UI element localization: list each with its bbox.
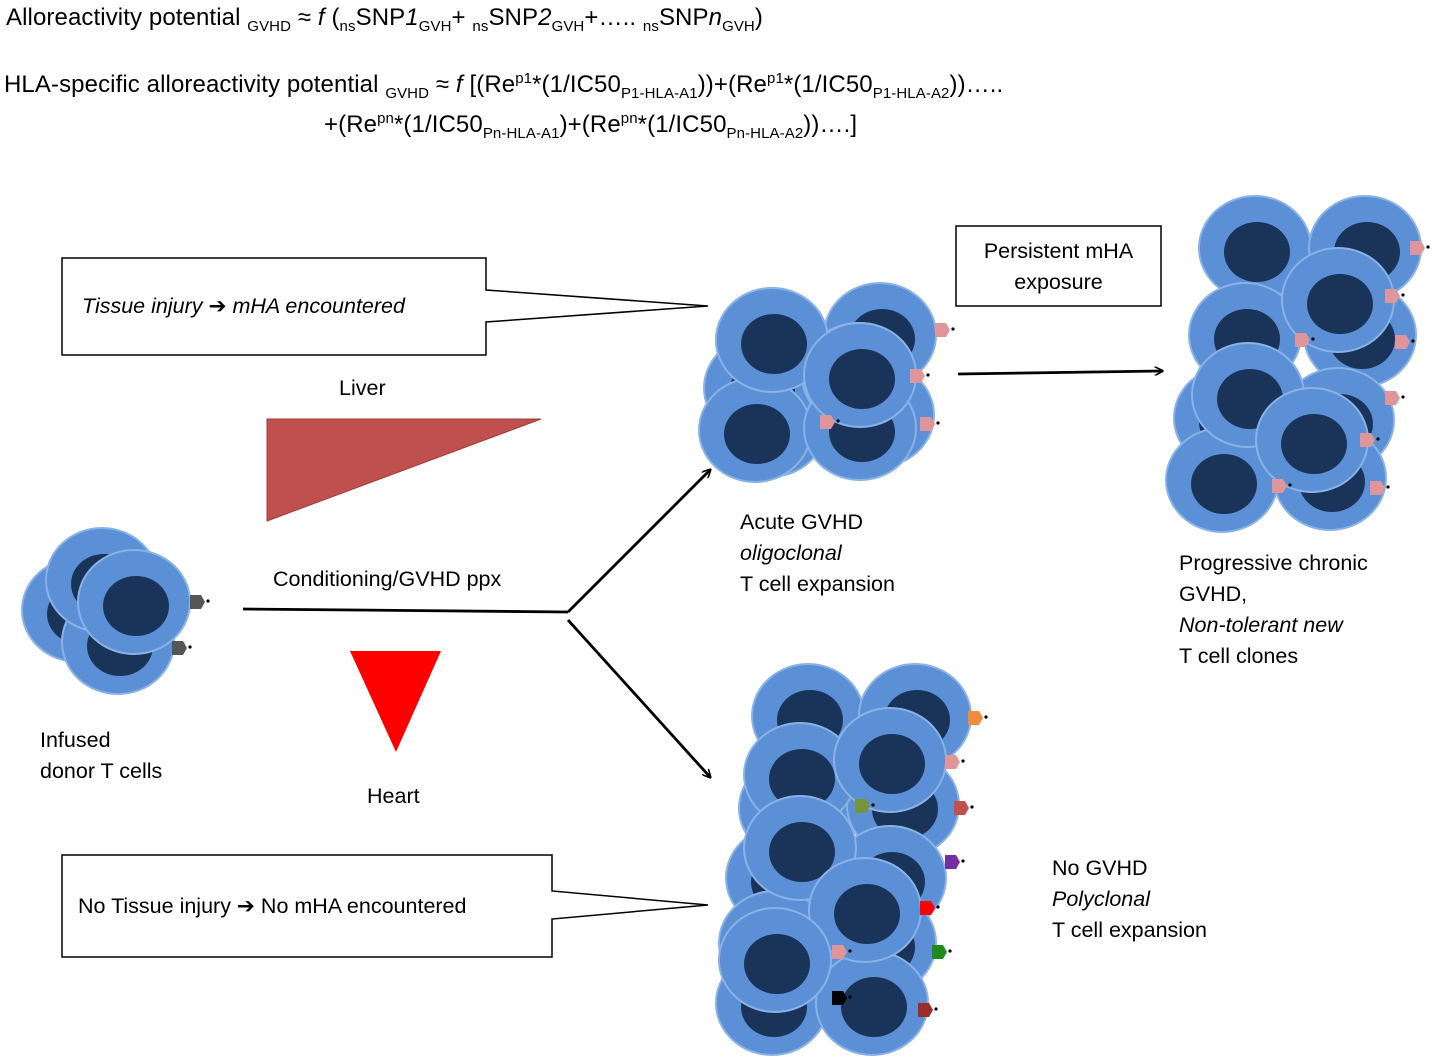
- cell-nucleus: [724, 404, 790, 464]
- tcr-receptor: [918, 1003, 938, 1017]
- cell-nucleus: [744, 934, 810, 994]
- t-cell: [833, 707, 947, 813]
- tcr-receptor: [820, 415, 840, 429]
- tcr-receptor: [945, 855, 965, 869]
- cell-nucleus: [841, 977, 907, 1037]
- cell-nucleus: [829, 349, 895, 409]
- nogvhd-cell-cluster: [715, 663, 988, 1056]
- chronic-gvhd-label: Progressive chronic GVHD, Non-tolerant n…: [1179, 551, 1368, 668]
- no-tissue-injury-label: No Tissue injury ➔ No mHA encountered: [78, 894, 467, 918]
- tcr-receptor: [954, 801, 974, 815]
- heart-gradient-triangle: [350, 651, 441, 752]
- acute-cell-cluster: [698, 282, 955, 483]
- tcr-receptor: [910, 369, 930, 383]
- conditioning-arrow-line: [242, 607, 569, 614]
- tcr-receptor: [1385, 391, 1405, 405]
- cell-nucleus: [103, 576, 169, 636]
- tissue-injury-block-arrow: [61, 257, 709, 356]
- t-cell: [715, 287, 829, 393]
- cell-nucleus: [1191, 454, 1257, 514]
- no-tissue-injury-block-arrow: [61, 854, 709, 958]
- tcr-receptor: [945, 755, 965, 769]
- tcr-receptor: [935, 323, 955, 337]
- tcr-receptor: [190, 595, 210, 609]
- liver-gradient-triangle: [266, 418, 542, 522]
- acute-branch-arrow: [567, 470, 710, 613]
- cell-nucleus: [741, 314, 807, 374]
- cell-nucleus: [1281, 414, 1347, 474]
- t-cell: [77, 549, 191, 655]
- t-cell: [808, 857, 922, 963]
- tcr-receptor: [172, 641, 192, 655]
- tcr-receptor: [1272, 479, 1292, 493]
- t-cell: [815, 950, 929, 1056]
- persistent-mha-box: [955, 225, 1162, 307]
- acute-gvhd-label: Acute GVHD oligoclonal T cell expansion: [740, 510, 895, 596]
- tcr-receptor: [1370, 481, 1390, 495]
- cell-nucleus: [769, 749, 835, 809]
- liver-label: Liver: [339, 376, 386, 400]
- nogvhd-branch-arrow: [566, 619, 710, 777]
- cell-nucleus: [1224, 222, 1290, 282]
- cell-nucleus: [859, 734, 925, 794]
- tcr-receptor: [855, 799, 875, 813]
- persistent-mha-label: Persistent mHA exposure: [983, 239, 1134, 294]
- t-cell: [698, 377, 812, 483]
- tcr-receptor: [1360, 433, 1380, 447]
- no-gvhd-label: No GVHD Polyclonal T cell expansion: [1052, 856, 1207, 942]
- tcr-receptor: [1410, 241, 1430, 255]
- t-cell: [1165, 427, 1279, 533]
- tcr-receptor: [1395, 335, 1415, 349]
- tcr-receptor: [1295, 333, 1315, 347]
- t-cell: [803, 322, 917, 428]
- tcr-receptor: [920, 417, 940, 431]
- tcr-receptor: [832, 991, 852, 1005]
- cell-nucleus: [769, 822, 835, 882]
- t-cell: [1255, 387, 1369, 493]
- cell-nucleus: [1307, 274, 1373, 334]
- chronic-cell-cluster: [1165, 195, 1430, 533]
- tcr-receptor: [832, 945, 852, 959]
- t-cell: [743, 722, 857, 828]
- infused-label: Infused donor T cells: [40, 728, 163, 783]
- tcr-receptor: [1385, 289, 1405, 303]
- chronic-progression-arrow: [957, 371, 1162, 374]
- t-cell: [1281, 247, 1395, 353]
- conditioning-label: Conditioning/GVHD ppx: [273, 567, 502, 591]
- t-cell: [718, 907, 832, 1013]
- tcr-receptor: [932, 945, 952, 959]
- heart-label: Heart: [367, 784, 420, 808]
- cell-nucleus: [834, 884, 900, 944]
- tcr-receptor: [968, 711, 988, 725]
- tissue-injury-label: Tissue injury ➔ mHA encountered: [82, 294, 405, 318]
- equation-hla-specific: HLA-specific alloreactivity potential GV…: [4, 70, 1004, 102]
- infused-cell-cluster: [21, 527, 210, 695]
- equation-alloreactivity: Alloreactivity potential GVHD ≈ f (nsSNP…: [6, 4, 763, 35]
- equation-hla-specific-continued: +(Repn*(1/IC50Pn-HLA-A1)+(Repn*(1/IC50Pn…: [324, 110, 858, 142]
- tcr-receptor: [920, 901, 940, 915]
